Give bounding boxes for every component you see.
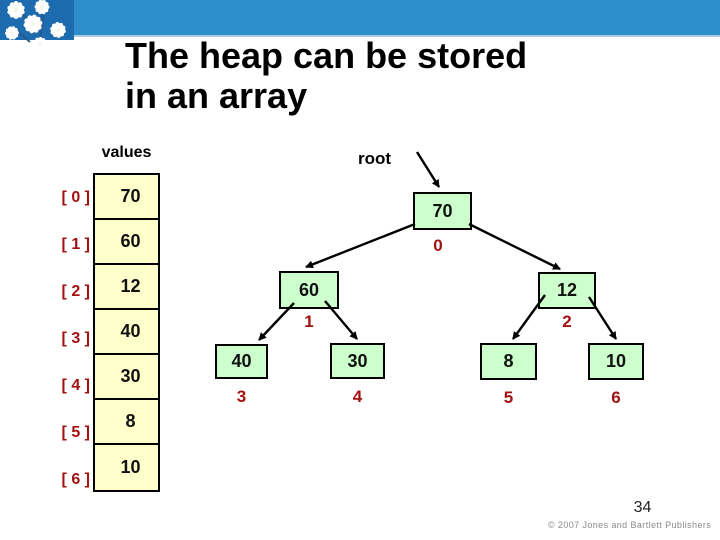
array-cell-0: 70 (95, 175, 158, 220)
array-cell-3: 40 (95, 310, 158, 355)
tree-node-40: 40 (215, 344, 268, 379)
title-line-1: The heap can be stored (125, 35, 528, 76)
array-values-label: values (101, 144, 152, 161)
title-line-2: in an array (125, 75, 308, 116)
tree-node-8: 8 (480, 343, 537, 380)
tree-node-60: 60 (279, 271, 339, 309)
tree-root-label: root (358, 149, 392, 168)
tree-node-index-0: 0 (433, 236, 443, 255)
copyright-text: © 2007 Jones and Bartlett Publishers (548, 520, 712, 530)
tree-node-30: 30 (330, 343, 385, 379)
tree-node-index-2: 2 (562, 312, 572, 331)
root-pointer-arrow (415, 151, 441, 188)
page-title: The heap can be stored in an array (125, 36, 685, 116)
array-index-label-1: [ 1 ] (61, 236, 90, 253)
flower-image (0, 0, 74, 52)
array-index-label-0: [ 0 ] (61, 189, 90, 206)
tree-node-index-4: 4 (352, 387, 363, 406)
array-cell-6: 10 (120, 457, 141, 477)
tree-node-index-6: 6 (611, 388, 621, 407)
edge-70-12 (468, 222, 561, 271)
array-box: 70 60 12 40 30 8 10 (93, 173, 160, 492)
header-band (0, 0, 720, 37)
array-index-label-3: [ 3 ] (61, 330, 90, 347)
page-number: 34 (633, 499, 652, 516)
tree-node-index-5: 5 (503, 388, 514, 407)
tree-node-index-3: 3 (236, 387, 247, 406)
tree-node-12: 12 (538, 272, 596, 309)
array-index-label-2: [ 2 ] (61, 283, 90, 300)
array-cell-4: 30 (95, 355, 158, 400)
tree-node-index-1: 1 (304, 312, 314, 331)
edge-70-60 (305, 222, 416, 269)
array-index-label-4: [ 4 ] (61, 377, 90, 394)
array-index-label-6: [ 6 ] (61, 471, 90, 488)
array-cell-1: 60 (95, 220, 158, 265)
tree-node-10: 10 (588, 343, 644, 380)
array-cell-2: 12 (95, 265, 158, 310)
array-cell-5: 8 (95, 400, 158, 445)
tree-node-70: 70 (413, 192, 472, 230)
array-index-label-5: [ 5 ] (61, 424, 90, 441)
